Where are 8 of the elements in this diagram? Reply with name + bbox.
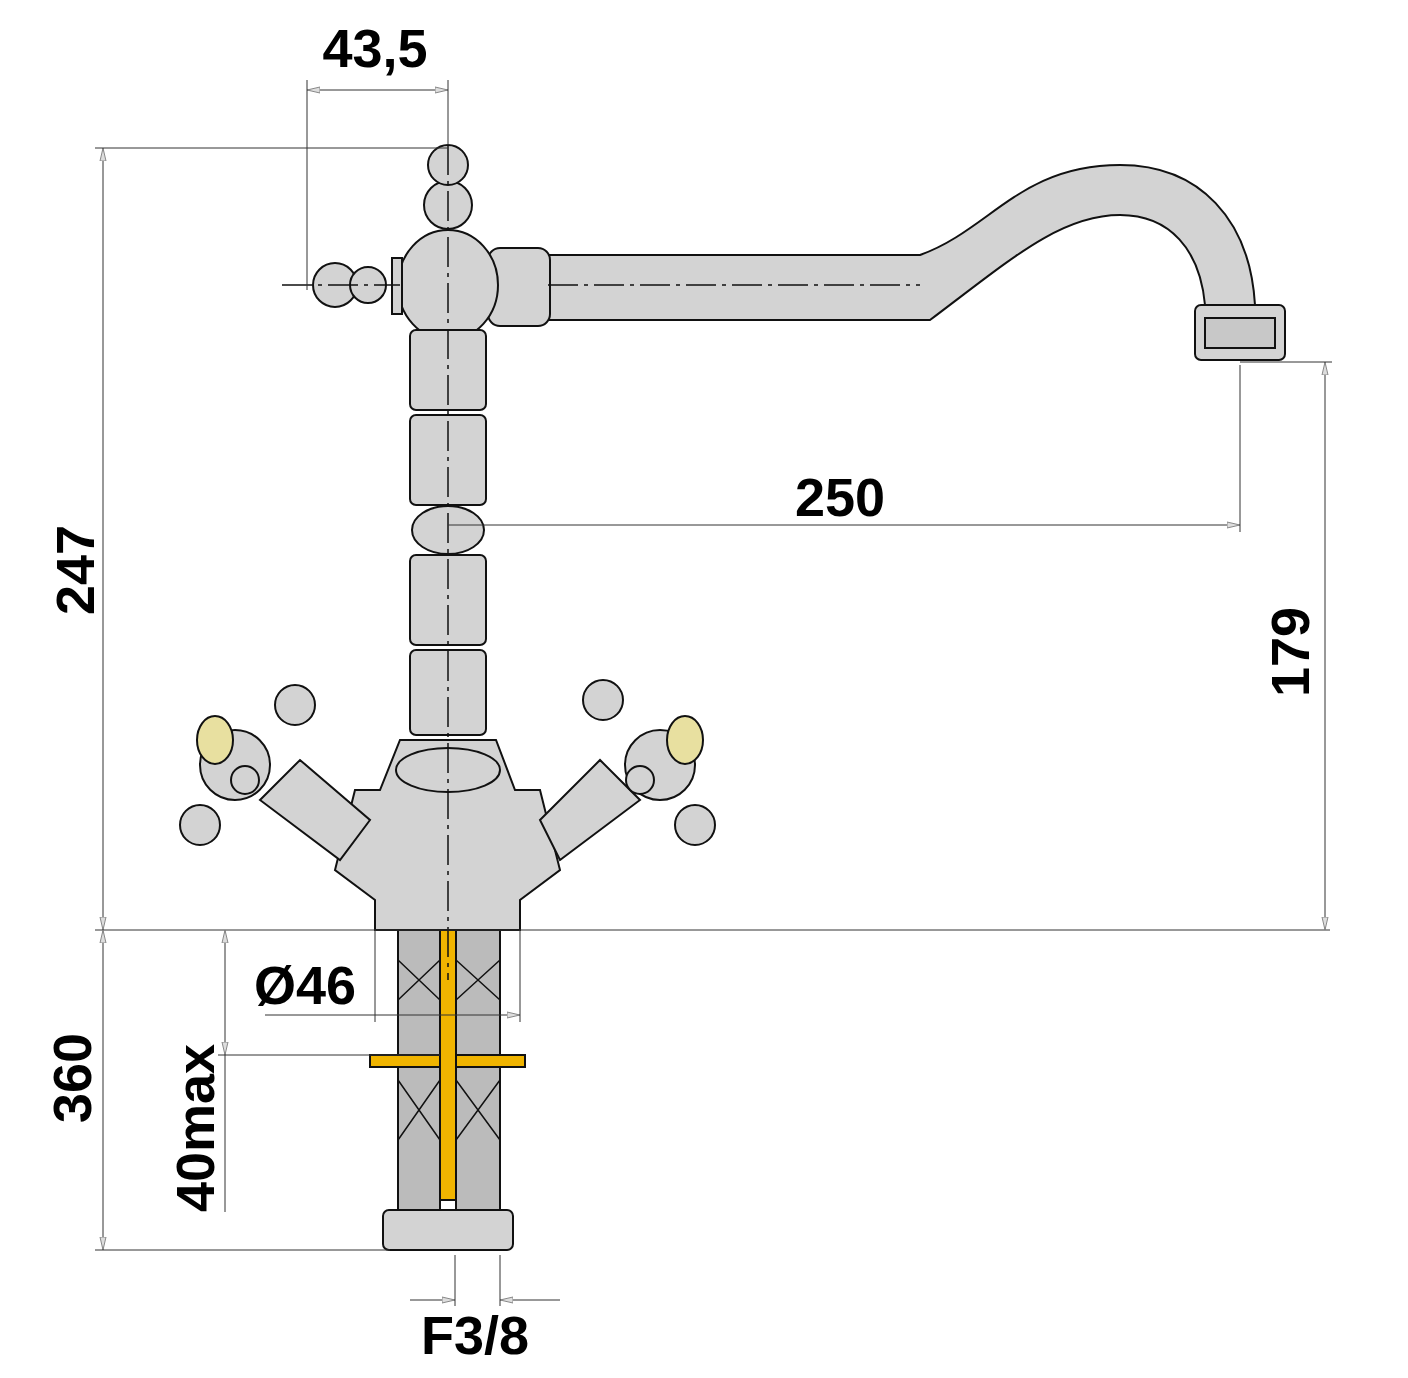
dimension-label: F3/8 bbox=[420, 1308, 530, 1362]
dimension-label: Ø46 bbox=[253, 958, 357, 1012]
dimension-label: 43,5 bbox=[322, 21, 428, 75]
dimension-label: 40max bbox=[168, 1043, 222, 1213]
dimension-label: 250 bbox=[794, 470, 886, 524]
dimension-label: 247 bbox=[48, 524, 102, 616]
dimension-label: 179 bbox=[1263, 606, 1317, 698]
dimension-label: 360 bbox=[45, 1032, 99, 1124]
